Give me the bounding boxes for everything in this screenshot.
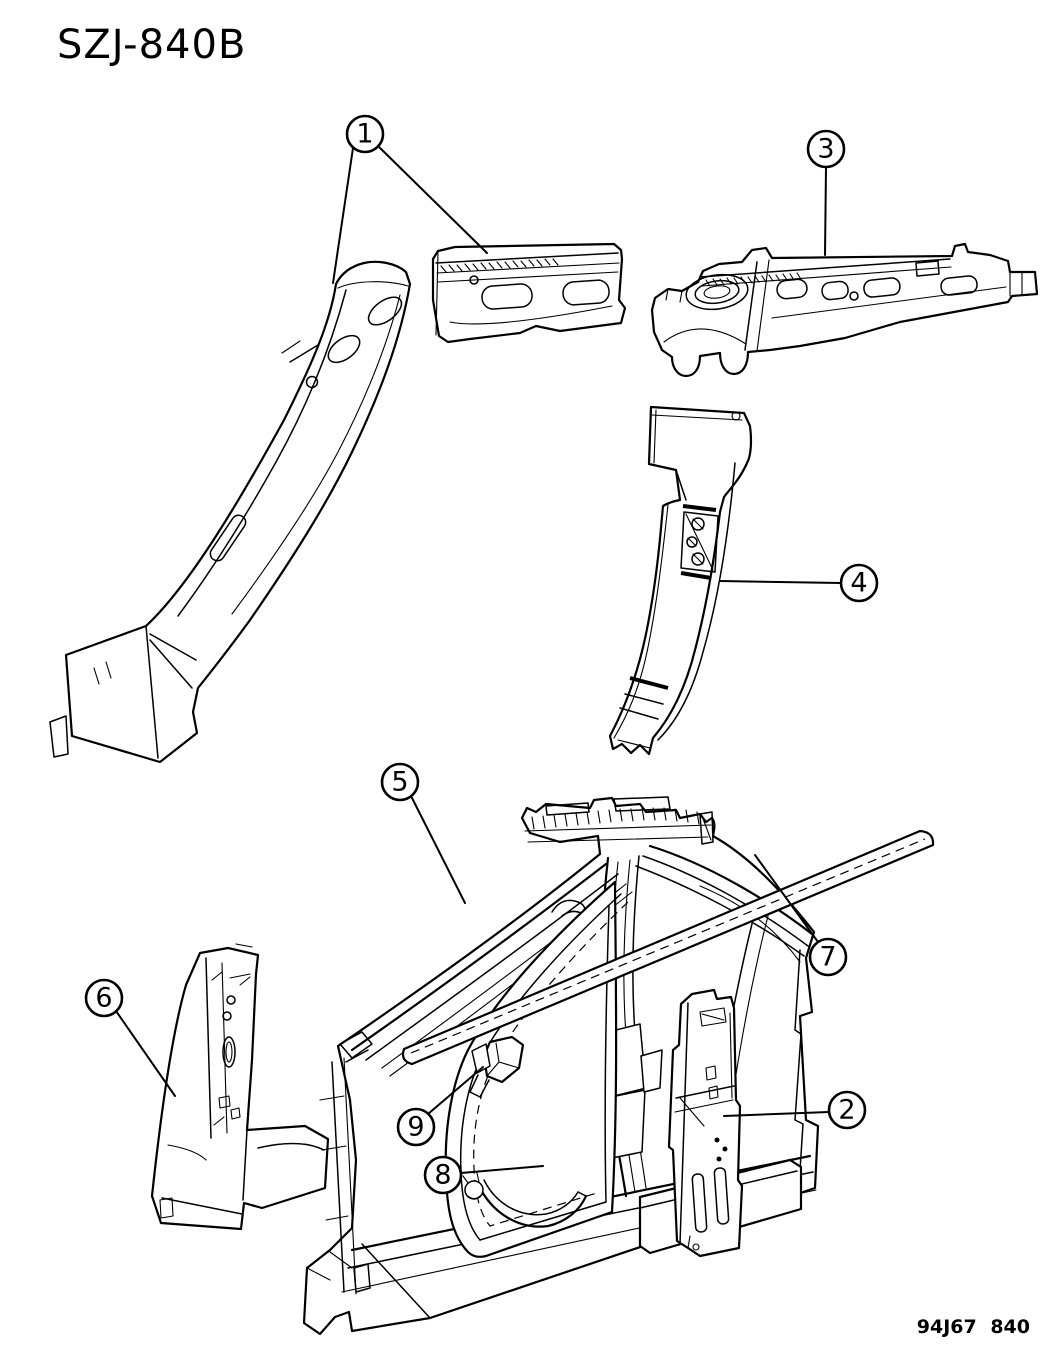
callout-7: 7	[754, 854, 848, 977]
callout-5-leader	[410, 795, 466, 904]
callout-1-leader	[378, 146, 488, 254]
callout-layer: 1 3 4 5 6 7 98 2	[84, 114, 879, 1195]
callout-3-circle	[806, 129, 846, 169]
callout-1-leader	[332, 147, 354, 284]
windshield-frame-rail-part	[431, 242, 627, 344]
callout-7-leader	[754, 854, 819, 943]
callout-3-leader	[824, 166, 827, 256]
callout-4: 4	[719, 563, 879, 603]
callout-6-number: 6	[95, 983, 112, 1014]
callout-6-leader	[115, 1010, 176, 1097]
roof-side-rail-part	[650, 242, 1039, 378]
roof-molding-strip-part	[401, 829, 935, 1066]
callout-6-circle	[84, 978, 124, 1018]
callout-6: 6	[84, 978, 176, 1097]
callout-8-leader	[460, 1165, 544, 1174]
callout-1: 1	[332, 114, 488, 284]
callout-8-circle	[423, 1155, 463, 1195]
callout-4-number: 4	[850, 568, 867, 599]
callout-2-circle	[827, 1090, 867, 1130]
clip-part	[469, 1035, 525, 1098]
callout-1-number: 1	[356, 119, 373, 150]
callout-2-leader	[723, 1111, 830, 1117]
callout-5: 5	[380, 762, 466, 904]
callout-9-leader	[427, 1066, 484, 1115]
diagram-code: SZJ-840B	[57, 22, 247, 68]
callout-7-circle	[808, 937, 848, 977]
plate-code: 94J67 840	[916, 1316, 1030, 1338]
a-pillar-inner-part	[49, 260, 412, 764]
callout-9-circle	[396, 1107, 436, 1147]
callout-9: 9	[396, 1066, 484, 1147]
b-pillar-inner-upper-part	[608, 405, 753, 756]
callout-2: 2	[723, 1090, 867, 1130]
callout-4-circle	[839, 563, 879, 603]
callout-8-number: 8	[434, 1160, 451, 1191]
hinge-pillar-lower-part	[150, 943, 330, 1231]
callout-3-number: 3	[817, 134, 834, 165]
callout-1-circle	[345, 114, 385, 154]
callout-7-number: 7	[819, 942, 836, 973]
callout-9-number: 9	[407, 1112, 424, 1143]
callout-8: 8	[423, 1155, 544, 1195]
callout-4-leader	[719, 580, 842, 584]
door-seal-part	[462, 1172, 588, 1228]
callout-5-number: 5	[391, 767, 408, 798]
b-pillar-reinforcement-part	[667, 988, 744, 1258]
callout-5-circle	[380, 762, 420, 802]
body-side-aperture-part	[302, 796, 820, 1336]
callout-3: 3	[806, 129, 846, 256]
callout-2-number: 2	[838, 1095, 855, 1126]
